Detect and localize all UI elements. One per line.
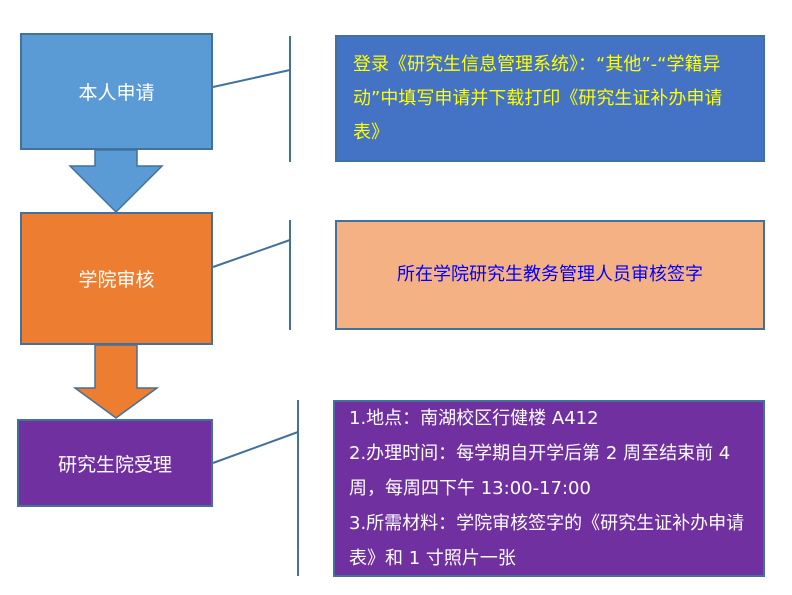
step-college-review: 学院审核 — [20, 212, 213, 345]
step-graduate-school-label: 研究生院受理 — [57, 453, 172, 476]
note-accept-materials: 3.所需材料：学院审核签字的《研究生证补办申请表》和 1 寸照片一张 — [349, 513, 745, 569]
down-arrow-1 — [68, 149, 164, 214]
step-graduate-school: 研究生院受理 — [17, 419, 213, 507]
callout-line-3 — [212, 431, 299, 464]
callout-line-1 — [212, 69, 291, 88]
note-accept-hours: 2.办理时间：每学期自开学后第 2 周至结束前 4 周，每周四下午 13:00-… — [349, 443, 731, 499]
down-arrow-2 — [72, 344, 160, 419]
note-apply: 登录《研究生信息管理系统》：“其他”-“学籍异动”中填写申请并下载打印《研究生证… — [335, 35, 765, 162]
note-review: 所在学院研究生教务管理人员审核签字 — [335, 220, 765, 330]
step-apply-label: 本人申请 — [78, 82, 155, 104]
note-review-text: 所在学院研究生教务管理人员审核签字 — [397, 264, 703, 285]
step-college-review-label: 学院审核 — [78, 269, 155, 291]
callout-line-2 — [212, 239, 291, 268]
step-apply: 本人申请 — [20, 33, 213, 150]
note-apply-text: 登录《研究生信息管理系统》：“其他”-“学籍异动”中填写申请并下载打印《研究生证… — [353, 53, 723, 143]
note-accept-location: 1.地点：南湖校区行健楼 A412 — [349, 408, 599, 429]
note-accept: 1.地点：南湖校区行健楼 A412 2.办理时间：每学期自开学后第 2 周至结束… — [333, 400, 765, 577]
